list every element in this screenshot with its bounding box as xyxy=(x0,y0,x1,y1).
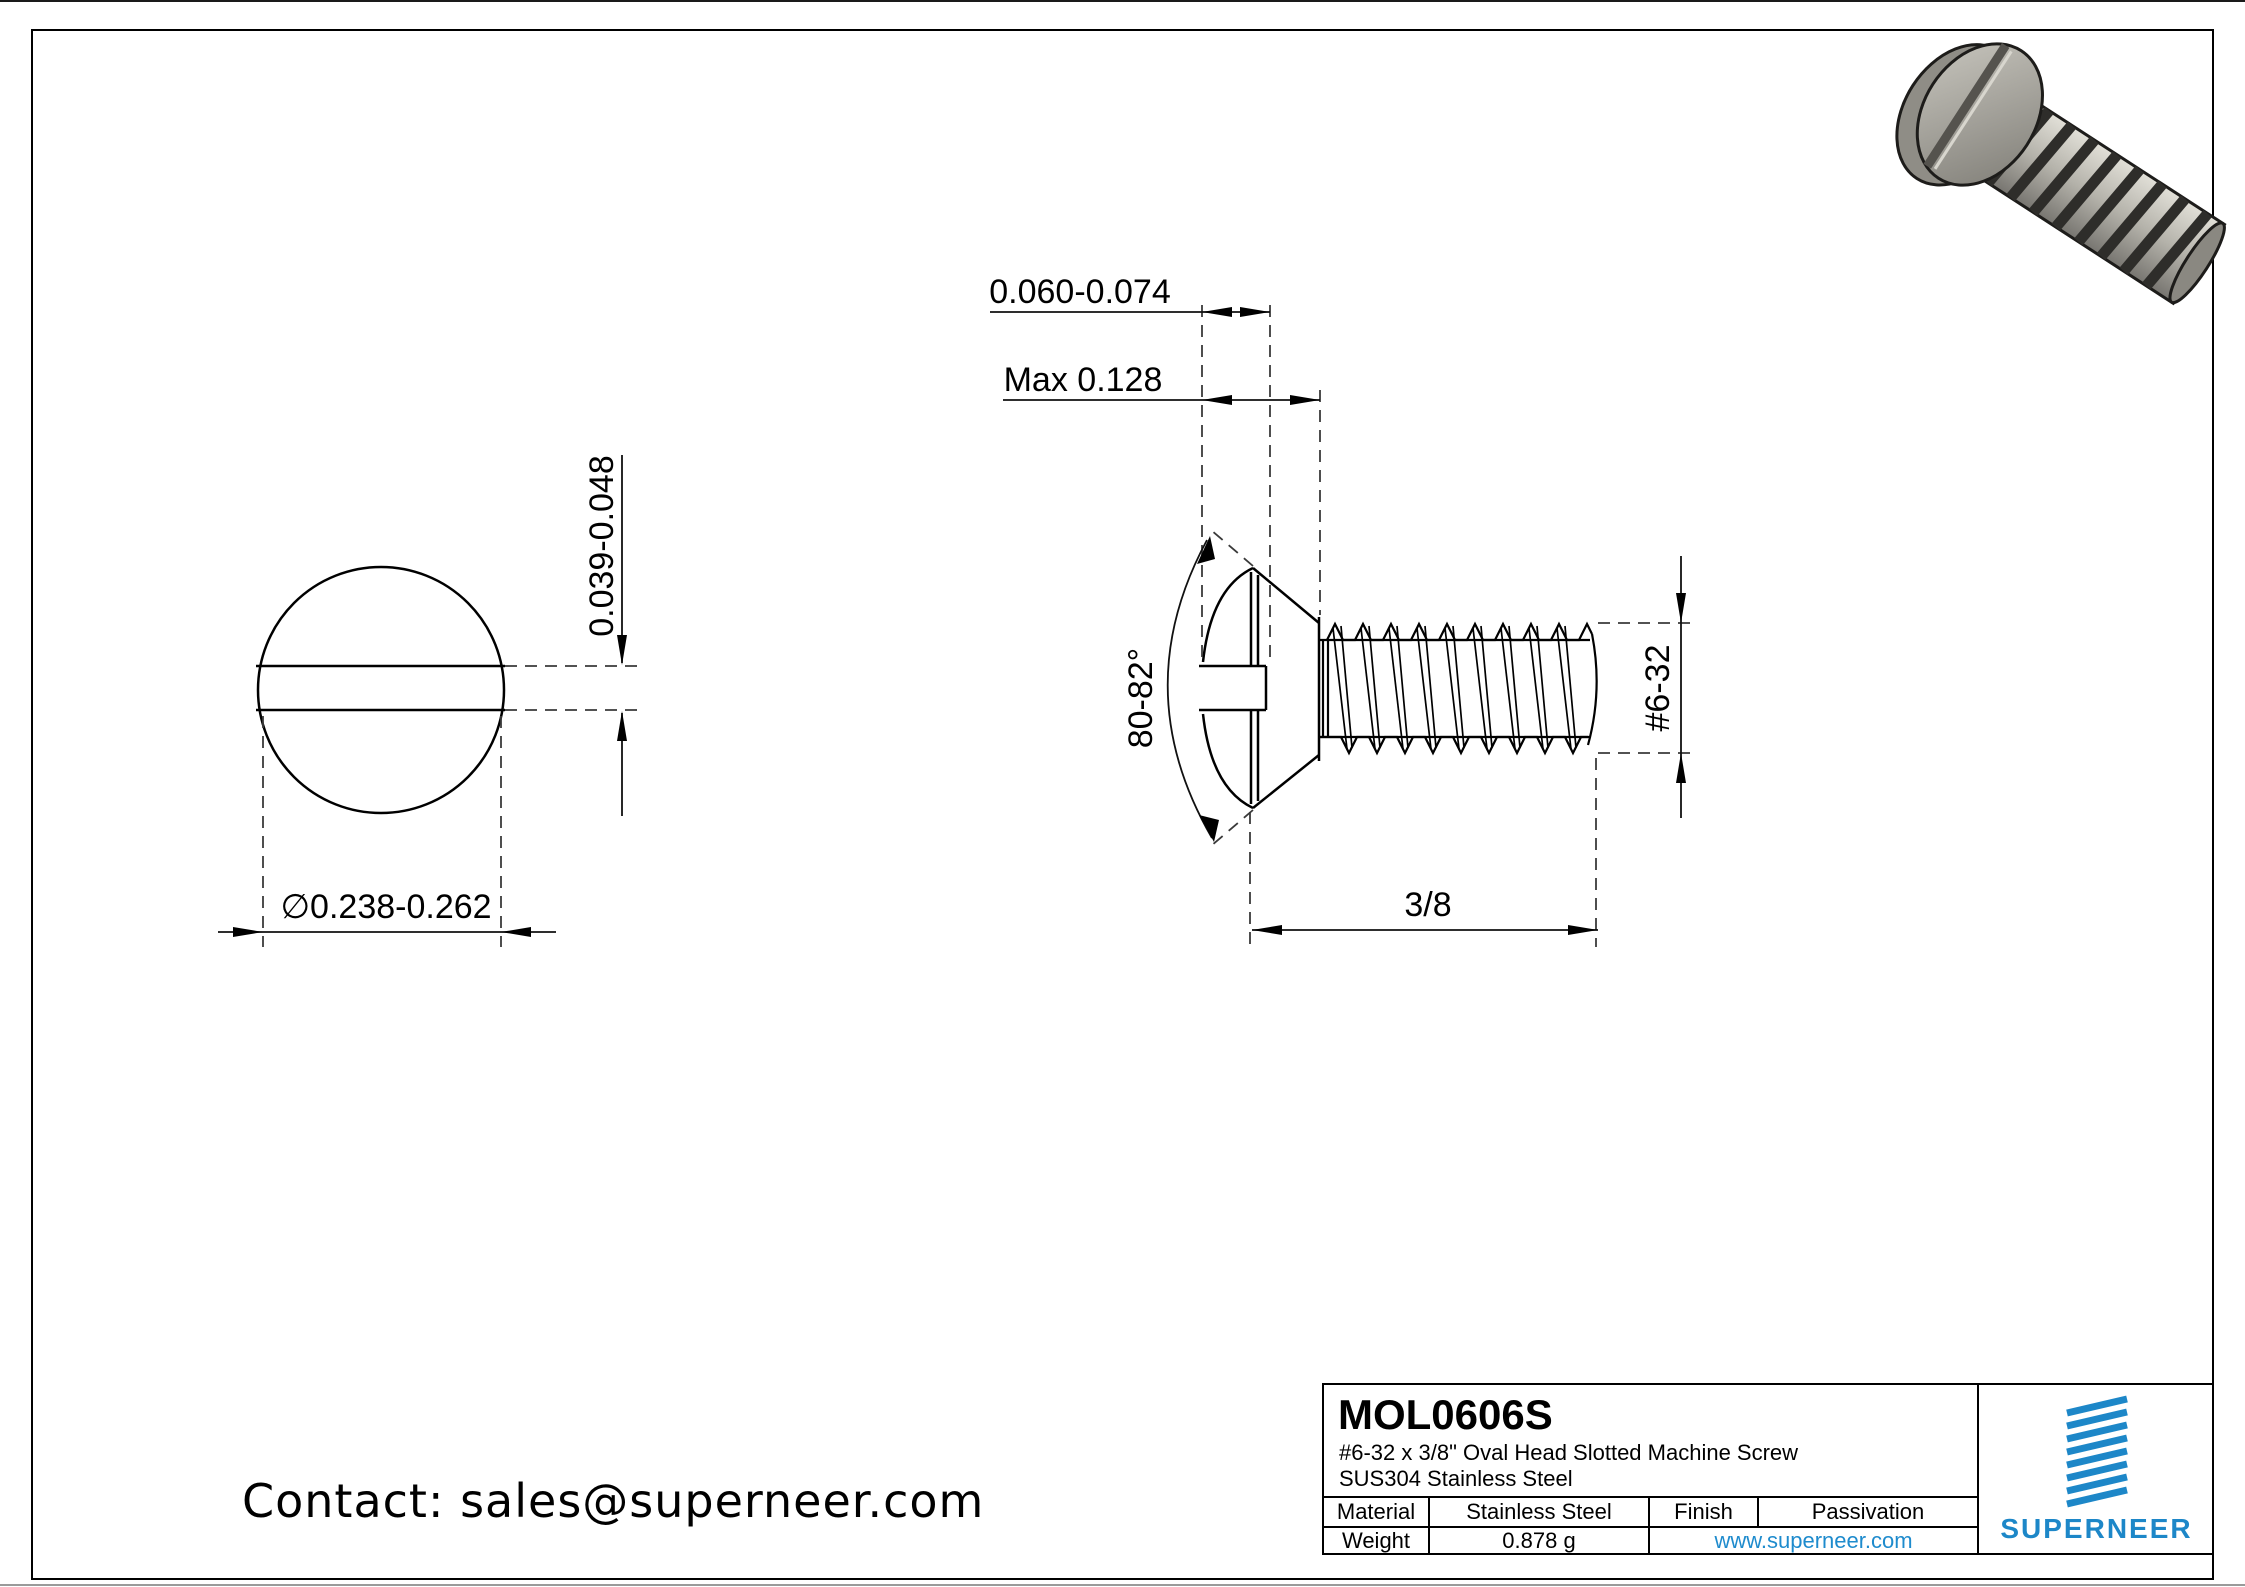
part-description: #6-32 x 3/8" Oval Head Slotted Machine S… xyxy=(1339,1440,1799,1465)
material-value-cell: Stainless Steel xyxy=(1430,1498,1650,1528)
drawing-frame xyxy=(31,29,2214,1580)
head-circle xyxy=(256,565,506,815)
head-diameter-dimension: ∅0.238-0.262 xyxy=(218,888,556,937)
page-top-edge xyxy=(0,0,2245,2)
head-angle-label: 80-82° xyxy=(1122,648,1160,749)
screw-3d-render xyxy=(1895,42,2227,306)
thread-size-label: #6-32 xyxy=(1639,645,1677,732)
thread-size-dimension: #6-32 xyxy=(1639,556,1686,818)
screw-3d-shank xyxy=(1974,94,2227,306)
front-view: 0.039-0.048 ∅0.238-0.262 xyxy=(218,455,640,947)
brand-logo-cell: SUPERNEER xyxy=(1979,1385,2214,1553)
finish-label-cell: Finish xyxy=(1650,1498,1759,1528)
title-block-header: MOL0606S #6-32 x 3/8" Oval Head Slotted … xyxy=(1324,1385,1979,1498)
weight-label-cell: Weight xyxy=(1324,1528,1430,1553)
slot-width-dimension: 0.060-0.074 xyxy=(989,273,1270,317)
weight-value-cell: 0.878 g xyxy=(1430,1528,1650,1553)
slot-width-label: 0.060-0.074 xyxy=(989,273,1171,311)
screw-3d-head xyxy=(1895,42,2044,187)
length-label: 3/8 xyxy=(1404,886,1451,924)
side-view: 0.060-0.074 Max 0.128 80-82° xyxy=(989,273,1692,947)
part-material-description: SUS304 Stainless Steel xyxy=(1339,1466,1573,1491)
head-height-label: Max 0.128 xyxy=(1004,361,1163,399)
part-number: MOL0606S xyxy=(1338,1391,1553,1438)
page-bottom-edge xyxy=(0,1584,2245,1586)
head-height-dimension: Max 0.128 xyxy=(1003,361,1320,405)
title-block: MOL0606S #6-32 x 3/8" Oval Head Slotted … xyxy=(1322,1383,2214,1555)
slot-depth-label: 0.039-0.048 xyxy=(583,455,621,637)
head-outline xyxy=(1199,566,1321,810)
website-link[interactable]: www.superneer.com xyxy=(1650,1528,1979,1553)
material-label-cell: Material xyxy=(1324,1498,1430,1528)
thread-flank-lines xyxy=(1332,625,1577,750)
head-angle-dimension: 80-82° xyxy=(1122,536,1219,842)
finish-value-cell: Passivation xyxy=(1759,1498,1979,1528)
contact-line: Contact: sales@superneer.com xyxy=(242,1474,985,1528)
head-diameter-label: ∅0.238-0.262 xyxy=(280,888,491,926)
front-extension-lines xyxy=(262,665,640,947)
side-extension-lines xyxy=(1201,305,1692,947)
length-dimension: 3/8 xyxy=(1252,886,1598,935)
brand-logo-icon xyxy=(2066,1395,2128,1508)
brand-name: SUPERNEER xyxy=(2000,1513,2193,1544)
slot-depth-dimension: 0.039-0.048 xyxy=(583,455,627,816)
